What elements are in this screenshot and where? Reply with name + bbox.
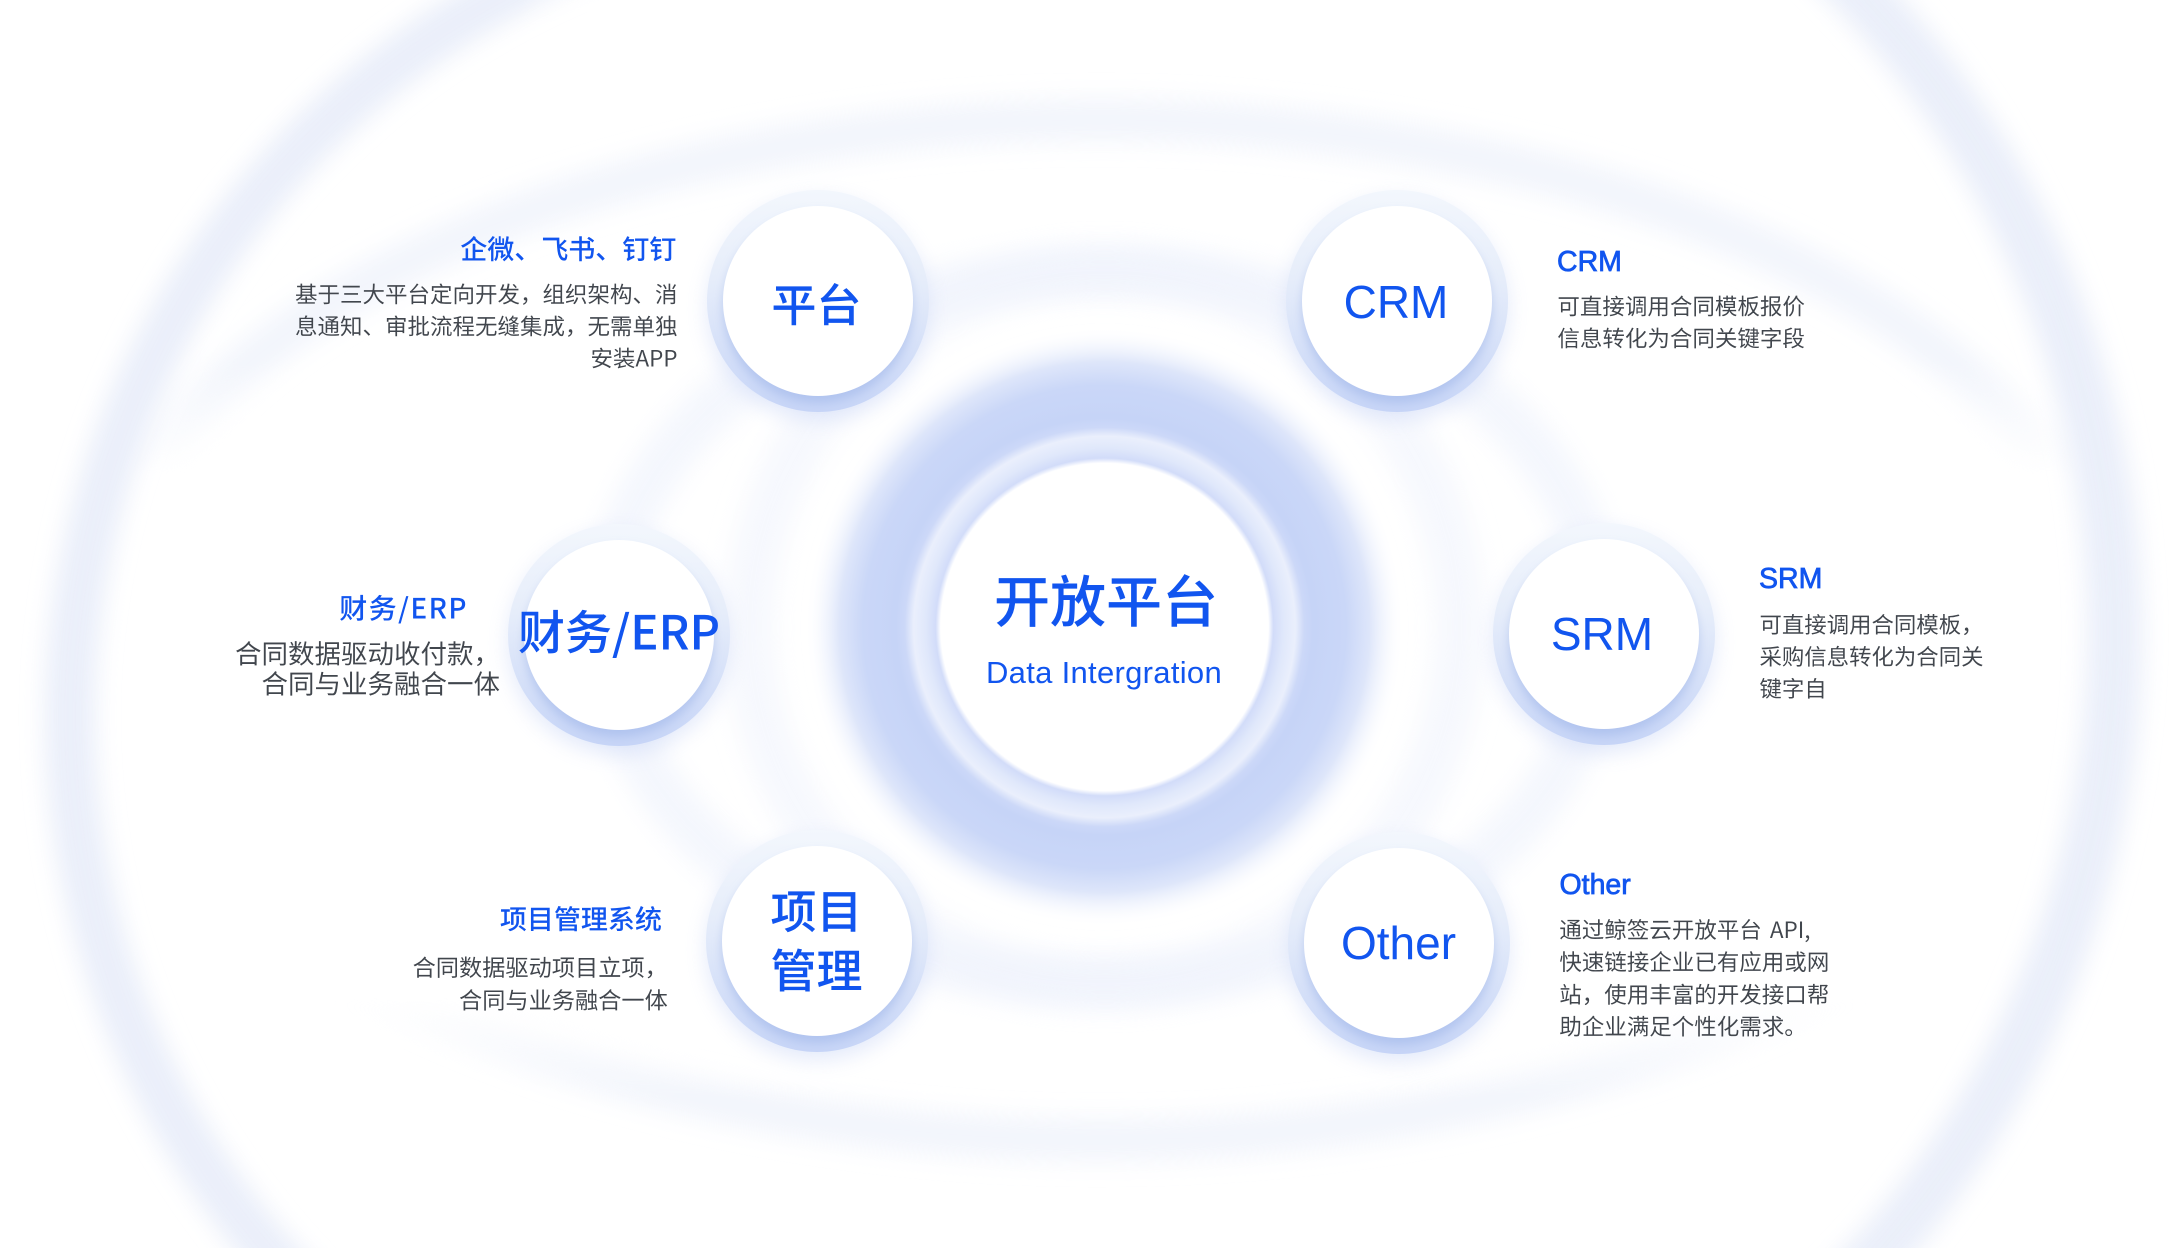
svg-text:CRM: CRM <box>1344 276 1449 328</box>
svg-text:CRM: CRM <box>1557 246 1622 278</box>
svg-text:Data Intergration: Data Intergration <box>986 655 1222 690</box>
svg-text:Other: Other <box>1560 869 1632 901</box>
svg-text:Other: Other <box>1341 917 1456 969</box>
svg-text:SRM: SRM <box>1551 608 1653 660</box>
svg-text:SRM: SRM <box>1759 563 1822 595</box>
